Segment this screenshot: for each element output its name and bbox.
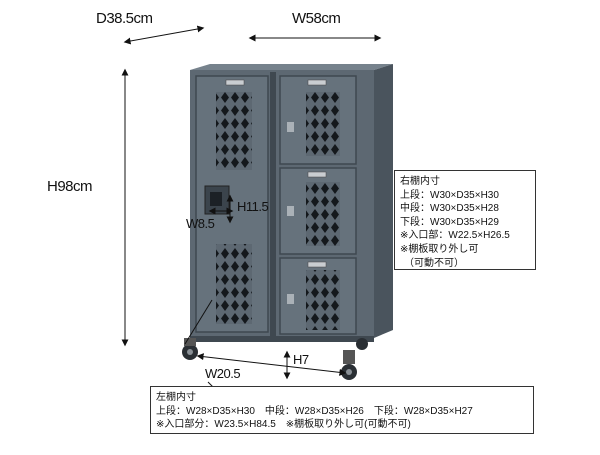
dimension-lines — [121, 25, 382, 399]
left-shelf-title: 左棚内寸 — [156, 392, 196, 403]
right-door-middle — [279, 167, 357, 255]
left-shelf-line: ※入口部分：W23.5×H84.5 ※棚板取り外し可(可動不可) — [156, 419, 411, 431]
left-width-label: W20.5 — [205, 366, 241, 381]
right-door-bottom — [279, 257, 357, 335]
caster-height-label: H7 — [293, 352, 309, 367]
handle-icon — [210, 192, 222, 206]
width-label: W58cm — [292, 10, 341, 27]
nameplate — [225, 79, 245, 86]
vent-lower — [216, 244, 252, 324]
vent-upper — [216, 92, 252, 170]
right-shelf-line: ※棚板取り外し可 — [400, 243, 479, 255]
lock-icon — [287, 294, 294, 304]
handle-width-label: W8.5 — [186, 216, 215, 231]
left-shelf-spec: 左棚内寸 上段：W28×D35×H30 中段：W28×D35×H26 下段：W2… — [150, 386, 534, 434]
right-shelf-line: ※入口部：W22.5×H26.5 — [400, 230, 510, 242]
depth-label: D38.5cm — [96, 10, 153, 27]
right-shelf-spec: 右棚内寸 上段：W30×D35×H30 中段：W30×D35×H28 下段：W3… — [394, 170, 536, 270]
left-shelf-line: 上段：W28×D35×H30 中段：W28×D35×H26 下段：W28×D35… — [156, 405, 473, 417]
handle-height-label: H11.5 — [237, 199, 269, 214]
height-label: H98cm — [47, 178, 93, 195]
casters — [182, 336, 374, 380]
right-shelf-line: 下段：W30×D35×H29 — [400, 216, 499, 228]
right-shelf-line: 上段：W30×D35×H30 — [400, 189, 499, 201]
right-door-top — [279, 75, 357, 165]
right-shelf-line: （可動不可） — [404, 257, 464, 269]
right-shelf-line: 中段：W30×D35×H28 — [400, 203, 499, 215]
lock-icon — [287, 122, 294, 132]
lock-icon — [287, 206, 294, 216]
right-shelf-title: 右棚内寸 — [400, 176, 440, 187]
